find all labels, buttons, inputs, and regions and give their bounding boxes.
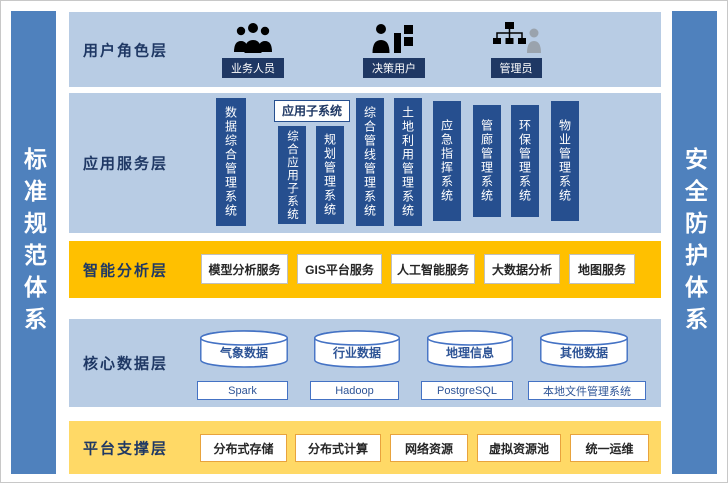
service-artificial-intelligence: 人工智能服务: [391, 254, 475, 284]
business-users-icon: [234, 23, 272, 53]
service-model-analysis: 模型分析服务: [201, 254, 288, 284]
db-geographic-info: 地理信息: [426, 329, 514, 369]
db-industry-data: 行业数据: [313, 329, 401, 369]
role-decision-user-badge: 决策用户: [363, 58, 425, 78]
layer-core-data: 核心数据层 气象数据 行业数据 地理信息: [69, 319, 661, 407]
service-big-data-analysis: 大数据分析: [484, 254, 560, 284]
service-gis-platform: GIS平台服务: [297, 254, 382, 284]
system-land-use-management: 土地利用管理系统: [394, 98, 422, 226]
system-emergency-command: 应急指挥系统: [433, 101, 461, 221]
resource-distributed-storage: 分布式存储: [200, 434, 287, 462]
admin-icon: [493, 22, 541, 53]
layer-platform-support: 平台支撑层 分布式存储 分布式计算 网络资源 虚拟资源池 统一运维: [69, 421, 661, 474]
right-pillar-label: 安全防护体系: [681, 146, 708, 339]
db-other-data: 其他数据: [539, 329, 629, 369]
layer-app-label: 应用服务层: [83, 155, 169, 173]
layer-user-roles: 用户角色层 业务人员 决策用户: [69, 12, 661, 87]
cylinder-shape: [540, 330, 628, 368]
db-other-label: 其他数据: [559, 346, 608, 360]
engine-local-file-system: 本地文件管理系统: [528, 381, 646, 400]
role-business-user-badge: 业务人员: [222, 58, 284, 78]
right-pillar-security: 安全防护体系: [672, 11, 717, 474]
system-pipeline-management: 综合管线管理系统: [356, 98, 384, 226]
resource-unified-ops: 统一运维: [570, 434, 649, 462]
layer-user-label: 用户角色层: [83, 42, 169, 59]
cylinder-shape: [200, 330, 288, 368]
layer-ai-label: 智能分析层: [83, 262, 169, 279]
service-map: 地图服务: [569, 254, 635, 284]
system-planning-management: 规划管理系统: [316, 126, 344, 224]
system-property-management: 物业管理系统: [551, 101, 579, 221]
engine-postgresql: PostgreSQL: [421, 381, 513, 400]
subsystem-group-header: 应用子系统: [274, 100, 350, 122]
db-industry-label: 行业数据: [332, 346, 381, 360]
db-weather-label: 气象数据: [219, 346, 268, 360]
role-admin: 管理员: [472, 21, 560, 78]
layer-application-services: 应用服务层 数据综合管理系统 应用子系统 综合应用子系统 规划管理系统 综合管线…: [69, 93, 661, 233]
left-pillar-standards: 标准规范体系: [11, 11, 56, 474]
role-decision-user: 决策用户: [350, 21, 438, 78]
layer-platform-label: 平台支撑层: [83, 440, 169, 457]
cylinder-shape: [427, 330, 513, 368]
db-weather-data: 气象数据: [199, 329, 289, 369]
engine-hadoop: Hadoop: [310, 381, 399, 400]
role-business-user: 业务人员: [209, 21, 297, 78]
resource-virtual-pool: 虚拟资源池: [477, 434, 561, 462]
system-environment-management: 环保管理系统: [511, 105, 539, 217]
cylinder-shape: [314, 330, 400, 368]
resource-distributed-computing: 分布式计算: [295, 434, 381, 462]
system-integrated-app-subsystem: 综合应用子系统: [278, 126, 306, 224]
system-utility-tunnel-management: 管廊管理系统: [473, 105, 501, 217]
resource-network: 网络资源: [390, 434, 468, 462]
decision-user-icon: [372, 24, 413, 53]
left-pillar-label: 标准规范体系: [20, 146, 47, 339]
layer-data-label: 核心数据层: [83, 355, 169, 373]
engine-spark: Spark: [197, 381, 288, 400]
layer-intelligent-analysis: 智能分析层 模型分析服务 GIS平台服务 人工智能服务 大数据分析 地图服务: [69, 241, 661, 298]
role-admin-badge: 管理员: [490, 58, 542, 78]
system-data-management: 数据综合管理系统: [216, 98, 246, 226]
db-geographic-label: 地理信息: [445, 346, 494, 360]
